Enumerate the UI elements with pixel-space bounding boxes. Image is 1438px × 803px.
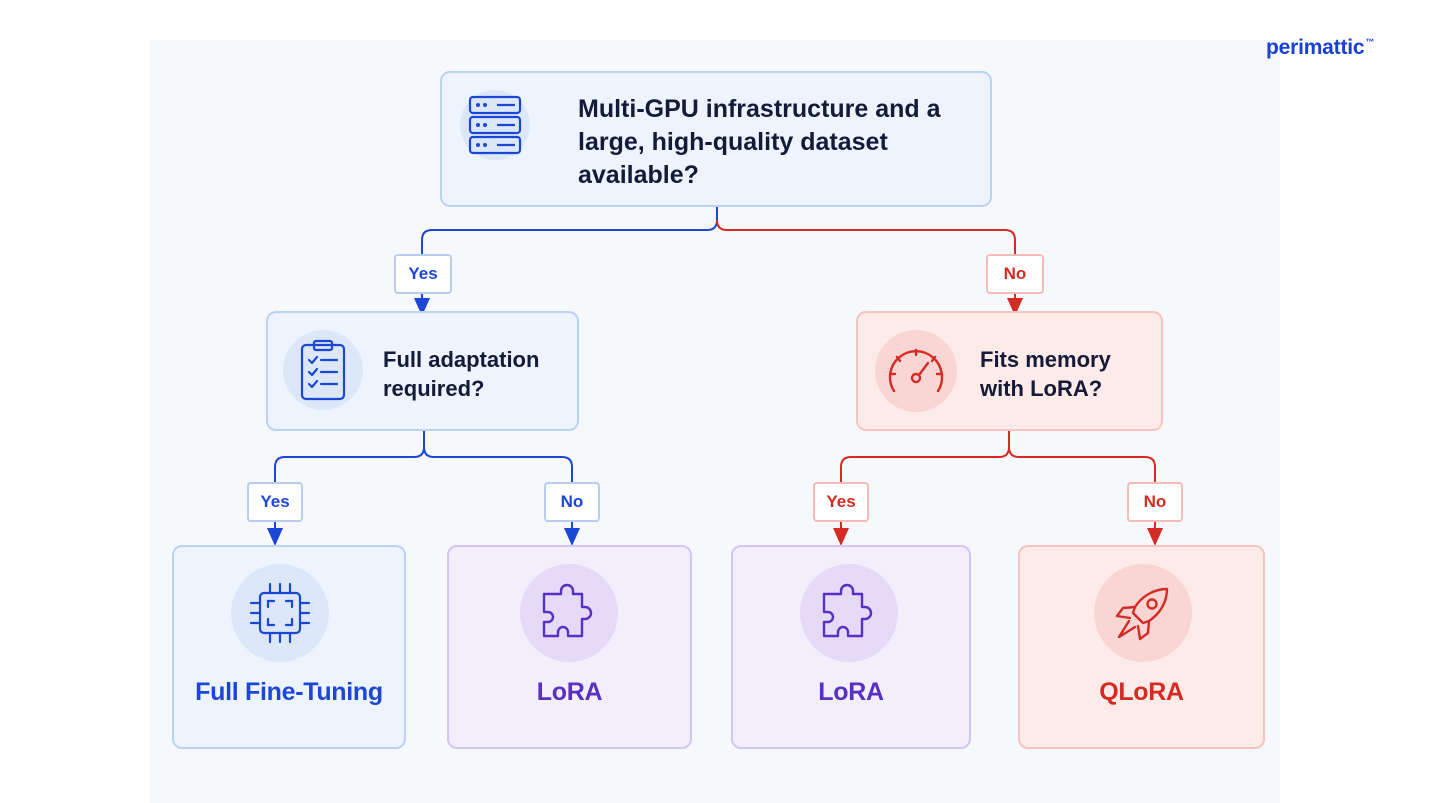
result-lora-left-box: LoRA [447,545,692,749]
rocket-icon [1115,587,1169,641]
left-question-box: Full adaptation required? [266,311,579,431]
puzzle-icon [542,583,593,638]
left-question-text: Full adaptation required? [383,347,540,402]
connector-left-no [423,446,573,484]
result-lora-right-box: LoRA [731,545,971,749]
left-question-icon-circle [283,330,363,410]
root-question-text: Multi-GPU infrastructure and a large, hi… [578,95,941,189]
chip-icon [249,582,311,644]
connector-right-yes [840,431,1010,484]
root-icon-circle [460,90,530,160]
branch-label-left-yes: Yes [247,482,303,522]
right-question-icon-circle [875,330,957,412]
server-stack-icon [468,95,522,155]
connector-right-no [1008,446,1156,484]
result-label-qlora: QLoRA [1099,678,1184,706]
branch-label-right-no: No [1127,482,1183,522]
connector-left-yes [274,431,425,484]
root-question-box: Multi-GPU infrastructure and a large, hi… [440,71,992,207]
result-qlora-box: QLoRA [1018,545,1265,749]
result-full-fine-tuning-box: Full Fine-Tuning [172,545,406,749]
puzzle-icon-circle-right [800,564,898,662]
result-label-full-fine-tuning: Full Fine-Tuning [195,678,383,706]
puzzle-icon-circle-left [520,564,618,662]
right-question-text: Fits memory with LoRA? [980,347,1111,402]
right-question-box: Fits memory with LoRA? [856,311,1163,431]
puzzle-icon [822,583,873,638]
result-label-lora-left: LoRA [536,678,603,706]
chip-icon-circle [231,564,329,662]
result-label-lora-right: LoRA [818,678,884,706]
branch-label-right-yes: Yes [813,482,869,522]
connector-root-no [716,219,1016,258]
branch-label-root-yes: Yes [394,254,452,294]
checklist-clipboard-icon [300,339,346,401]
connector-root-yes [421,207,718,258]
rocket-icon-circle [1094,564,1192,662]
branch-label-left-no: No [544,482,600,522]
branch-label-root-no: No [986,254,1044,294]
brand-logo: perimattic™ [1266,36,1375,59]
gauge-icon [888,348,944,393]
